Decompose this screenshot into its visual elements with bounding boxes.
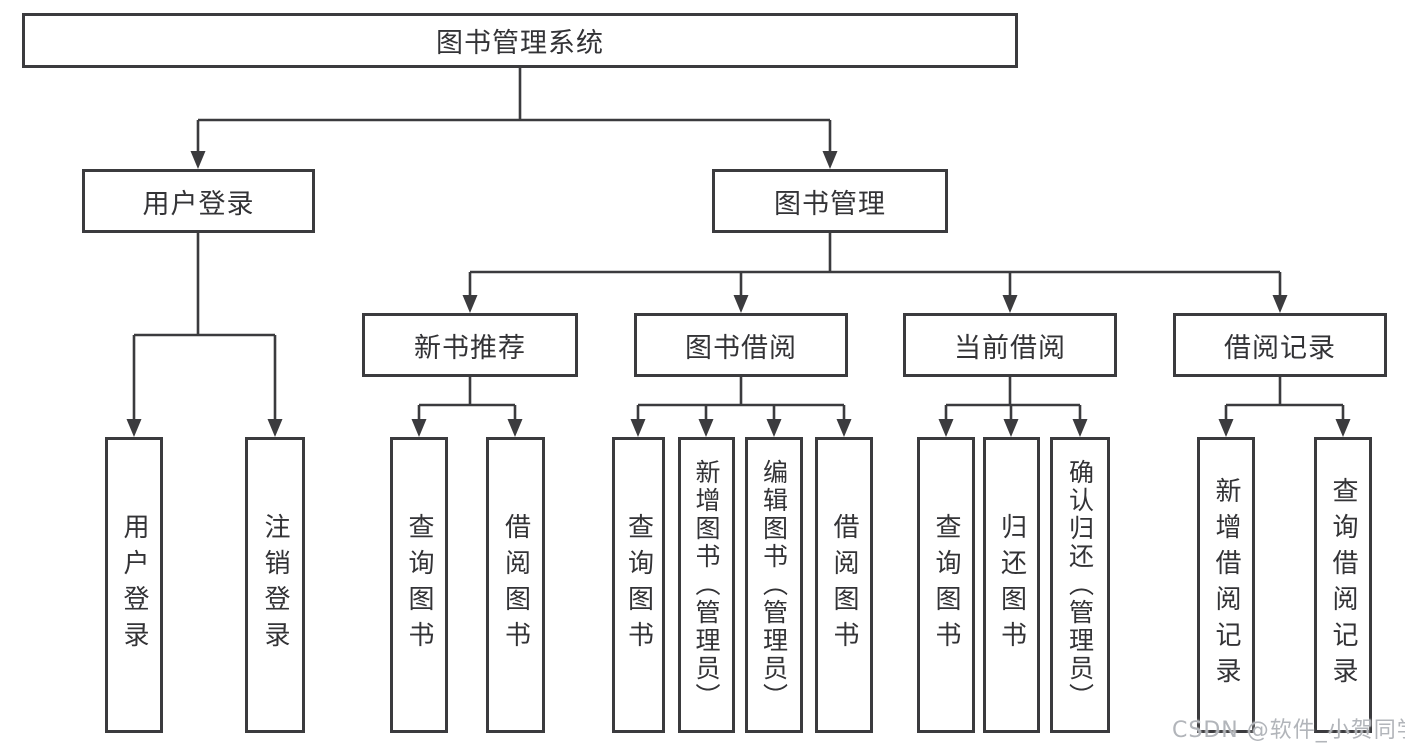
node-current-borrow: 当前借阅: [903, 313, 1117, 377]
leaf-add-borrow-record: 新增借阅记录: [1197, 437, 1255, 733]
arrowhead: [1002, 295, 1018, 313]
leaf-logout-login: 注销登录: [245, 437, 305, 733]
leaf-user-login: 用户登录: [105, 437, 163, 733]
node-book-borrow: 图书借阅: [634, 313, 848, 377]
arrowhead: [190, 151, 206, 169]
arrowhead: [1072, 419, 1088, 437]
watermark: CSDN @软件_小贺同学: [1172, 718, 1405, 743]
arrowhead: [766, 419, 782, 437]
connector-user-login-to-leaves: [126, 233, 283, 437]
leaf-edit-books-admin: 编辑图书（管理员）: [745, 437, 803, 733]
leaf-query-borrow-record: 查询借阅记录: [1314, 437, 1372, 733]
leaf-confirm-return-admin: 确认归还（管理员）: [1050, 437, 1110, 733]
node-borrow-records: 借阅记录: [1173, 313, 1387, 377]
arrowhead: [938, 419, 954, 437]
connector-new-book-recommend-to-leaves: [411, 377, 523, 437]
leaf-add-books-admin: 新增图书（管理员）: [678, 437, 735, 733]
arrowhead: [126, 419, 142, 437]
connector-current-borrow-to-leaves: [938, 377, 1088, 437]
arrowhead: [733, 295, 749, 313]
arrowhead: [1272, 295, 1288, 313]
arrowhead: [836, 419, 852, 437]
node-library-management-system: 图书管理系统: [22, 13, 1018, 68]
arrowhead: [1218, 419, 1234, 437]
arrowhead: [507, 419, 523, 437]
leaf-query-books-current: 查询图书: [917, 437, 975, 733]
leaf-query-books-borrow: 查询图书: [612, 437, 665, 733]
arrowhead: [267, 419, 283, 437]
connector-book-borrow-to-leaves: [630, 377, 852, 437]
node-book-management: 图书管理: [712, 169, 948, 233]
node-user-login: 用户登录: [82, 169, 315, 233]
arrowhead: [630, 419, 646, 437]
arrowhead: [1003, 419, 1019, 437]
arrowhead: [411, 419, 427, 437]
leaf-borrow-books-borrow: 借阅图书: [815, 437, 873, 733]
leaf-return-books: 归还图书: [983, 437, 1040, 733]
arrowhead: [462, 295, 478, 313]
arrowhead: [1335, 419, 1351, 437]
arrowhead: [698, 419, 714, 437]
connector-borrow-records-to-leaves: [1218, 377, 1351, 437]
connector-book-management-to-level3: [462, 233, 1288, 313]
connector-root-to-level2: [190, 68, 838, 169]
leaf-borrow-books-recommend: 借阅图书: [486, 437, 545, 733]
arrowhead: [822, 151, 838, 169]
leaf-query-books-recommend: 查询图书: [390, 437, 448, 733]
node-new-book-recommend: 新书推荐: [362, 313, 578, 377]
